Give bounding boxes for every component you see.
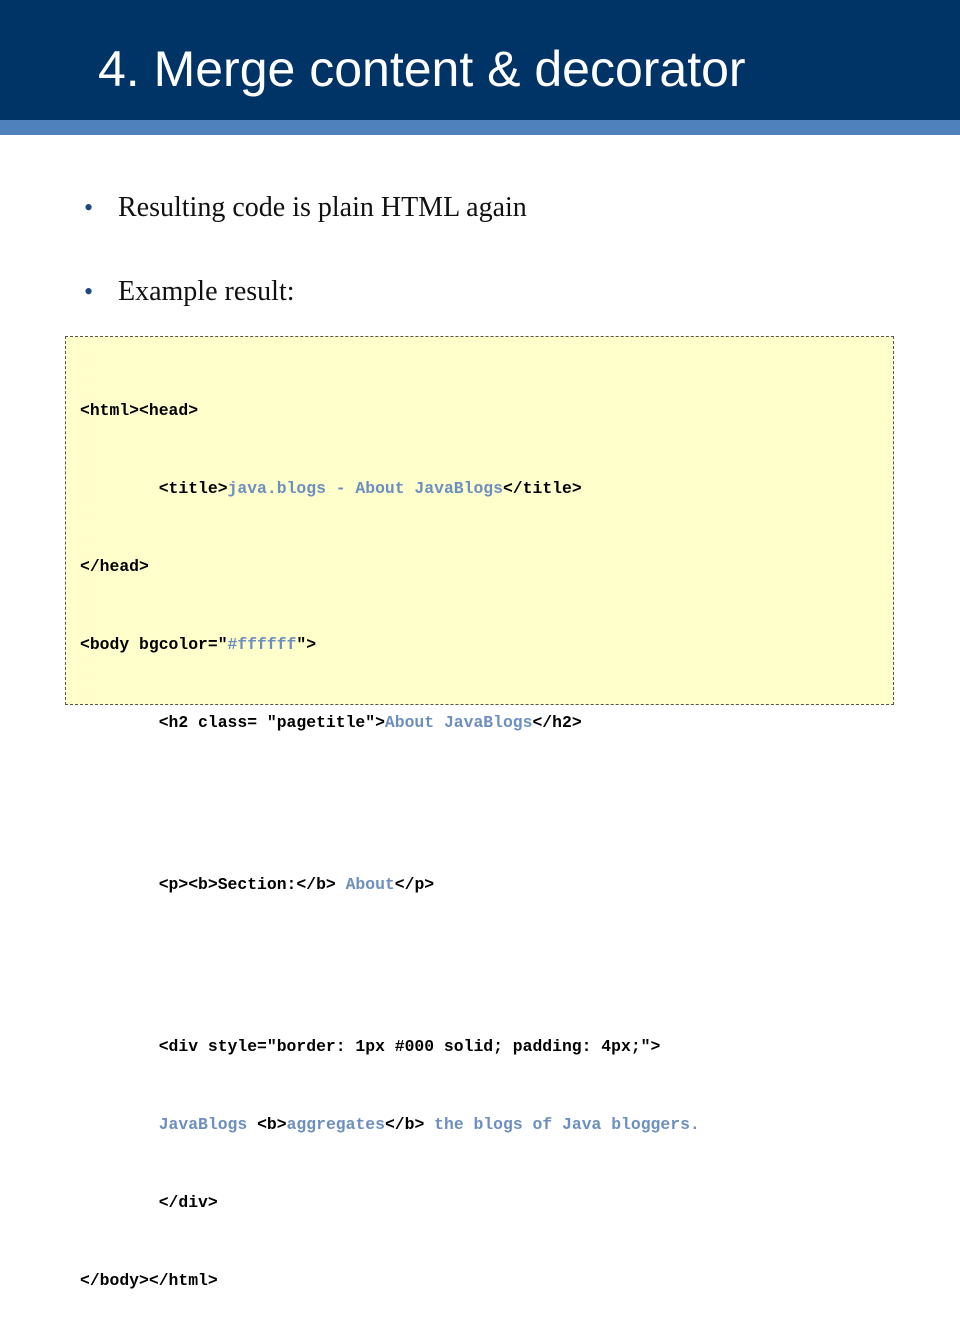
bullet-item: • Example result:	[84, 278, 295, 306]
code-text: </div>	[80, 1193, 218, 1212]
code-example: <html><head> <title>java.blogs - About J…	[80, 346, 700, 1320]
code-value: aggregates	[286, 1115, 385, 1134]
bullet-marker: •	[84, 277, 94, 306]
code-line: <p><b>Section:</b> About</p>	[80, 872, 700, 898]
code-text: </head>	[80, 557, 149, 576]
code-text	[80, 1115, 159, 1134]
code-text: <html><head>	[80, 401, 199, 420]
bullet-marker: •	[84, 193, 94, 222]
code-line: <h2 class= "pagetitle">About JavaBlogs</…	[80, 710, 700, 736]
code-text: ">	[296, 635, 317, 654]
code-line: JavaBlogs <b>aggregates</b> the blogs of…	[80, 1112, 700, 1138]
code-line: </body></html>	[80, 1268, 700, 1294]
code-text: <h2 class= "pagetitle">	[80, 713, 385, 732]
code-text: </b>	[384, 1115, 425, 1134]
code-value: the blogs of Java bloggers.	[424, 1115, 700, 1134]
code-text: <b>	[257, 1115, 287, 1134]
bullet-text: Example result:	[118, 276, 295, 307]
code-line: <title>java.blogs - About JavaBlogs</tit…	[80, 476, 700, 502]
code-line: </head>	[80, 554, 700, 580]
code-line: <div style="border: 1px #000 solid; padd…	[80, 1034, 700, 1060]
code-value: About JavaBlogs	[384, 713, 533, 732]
code-text: </h2>	[532, 713, 582, 732]
code-value: #ffffff	[227, 635, 297, 654]
title-accent-stripe	[0, 120, 960, 135]
code-line: <html><head>	[80, 398, 700, 424]
code-blank-line	[80, 788, 700, 820]
bullet-item: • Resulting code is plain HTML again	[84, 194, 527, 222]
code-text: <div style="border: 1px #000 solid; padd…	[80, 1037, 661, 1056]
code-example-box	[65, 336, 894, 705]
code-line: </div>	[80, 1190, 700, 1216]
slide-title: 4. Merge content & decorator	[98, 41, 746, 97]
code-blank-line	[80, 950, 700, 982]
bullet-text: Resulting code is plain HTML again	[118, 192, 527, 223]
code-text: <title>	[80, 479, 228, 498]
code-value: About	[345, 875, 395, 894]
code-text: <body bgcolor="	[80, 635, 228, 654]
code-line: <body bgcolor="#ffffff">	[80, 632, 700, 658]
code-text: </body></html>	[80, 1271, 218, 1290]
title-bar	[0, 0, 960, 135]
code-value: JavaBlogs	[158, 1115, 258, 1134]
code-text: </title>	[502, 479, 582, 498]
code-text: </p>	[394, 875, 435, 894]
code-text: <p><b>Section:</b>	[80, 875, 346, 894]
code-value: java.blogs - About JavaBlogs	[227, 479, 503, 498]
